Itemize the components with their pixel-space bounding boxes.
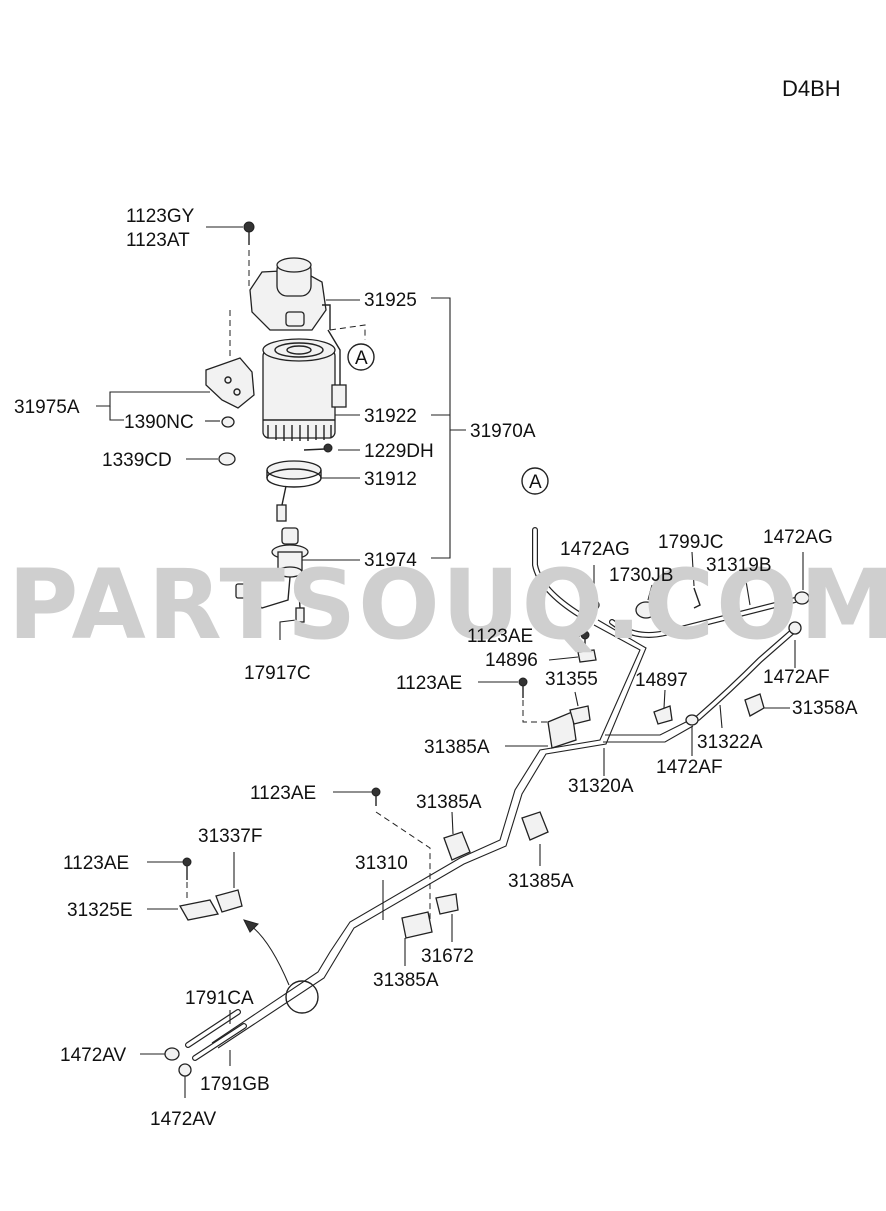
- part-label-31974[interactable]: 31974: [364, 550, 417, 571]
- bracket-31325E: [178, 899, 220, 921]
- part-label-31385A-a[interactable]: 31385A: [424, 737, 490, 758]
- part-label-1123AE-c[interactable]: 1123AE: [250, 783, 316, 804]
- clamp-band-31912: [266, 460, 322, 522]
- clip-14897: [653, 705, 673, 725]
- part-label-1339CD[interactable]: 1339CD: [102, 450, 172, 471]
- part-label-31319B[interactable]: 31319B: [706, 555, 772, 576]
- part-label-31925[interactable]: 31925: [364, 290, 417, 311]
- clamp-1472AG-a: [586, 599, 600, 611]
- fuel-filter-assembly: [205, 221, 375, 623]
- part-label-1472AV-a[interactable]: 1472AV: [60, 1045, 127, 1066]
- clip-1799JC: [693, 587, 701, 609]
- screw-1229DH: [303, 443, 333, 453]
- part-label-31672[interactable]: 31672: [421, 946, 474, 967]
- part-label-14896[interactable]: 14896: [485, 650, 538, 671]
- callout-a-line: A: [529, 472, 542, 493]
- part-label-31325E[interactable]: 31325E: [67, 900, 133, 921]
- part-label-1390NC[interactable]: 1390NC: [124, 412, 194, 433]
- water-sensor-31974: [235, 527, 309, 623]
- bolt-1123GY: [243, 221, 255, 245]
- clip-31385A-b: [443, 831, 471, 861]
- engine-code-label: D4BH: [782, 76, 841, 101]
- bracket-31385A-a: [547, 711, 577, 749]
- clamp-1472AF-a: [788, 621, 802, 635]
- clip-31358A: [744, 693, 765, 717]
- clamp-1472AV-b: [178, 1063, 192, 1077]
- detail-circle: [285, 980, 319, 1014]
- part-label-1123AE-a[interactable]: 1123AE: [467, 626, 533, 647]
- part-label-31320A[interactable]: 31320A: [568, 776, 634, 797]
- part-label-31355[interactable]: 31355: [545, 669, 598, 690]
- part-label-1123AE-b[interactable]: 1123AE: [396, 673, 462, 694]
- part-label-1472AG-b[interactable]: 1472AG: [763, 527, 833, 548]
- filter-head-31925: [249, 257, 331, 331]
- part-label-31922[interactable]: 31922: [364, 406, 417, 427]
- callout-a-filter: A: [355, 348, 368, 369]
- part-label-1123GY[interactable]: 1123GY: [126, 206, 195, 227]
- part-label-1799JC[interactable]: 1799JC: [658, 532, 724, 553]
- part-label-1229DH[interactable]: 1229DH: [364, 441, 434, 462]
- part-label-1472AF-a[interactable]: 1472AF: [763, 667, 830, 688]
- clip-31337F: [215, 889, 243, 913]
- part-label-1791CA[interactable]: 1791CA: [185, 988, 254, 1009]
- bolt-1123AE-a: [580, 630, 590, 648]
- nut-1339CD: [218, 452, 236, 466]
- clamp-1472AG-b: [794, 591, 810, 605]
- part-label-1123AT[interactable]: 1123AT: [126, 230, 190, 251]
- part-label-31385A-c[interactable]: 31385A: [508, 871, 574, 892]
- bracket-31975A: [205, 357, 255, 409]
- clip-31385A-c: [521, 811, 549, 841]
- part-label-1123AE-d[interactable]: 1123AE: [63, 853, 129, 874]
- part-label-31912[interactable]: 31912: [364, 469, 417, 490]
- callout-circle-a1: [347, 343, 375, 371]
- bolt-1123AE-c: [371, 787, 381, 806]
- clip-31355: [569, 705, 591, 725]
- bolt-1123AE-d: [182, 857, 192, 880]
- filter-element-31922: [262, 338, 336, 441]
- callout-circle-a2: [521, 467, 549, 495]
- bracket-31385A-d: [401, 911, 433, 939]
- clamp-1472AF-b: [685, 714, 699, 726]
- part-label-1730JB[interactable]: 1730JB: [609, 565, 673, 586]
- part-label-31322A[interactable]: 31322A: [697, 732, 763, 753]
- part-label-31385A-d[interactable]: 31385A: [373, 970, 439, 991]
- grommet-1730JB: [635, 601, 657, 619]
- part-label-1791GB[interactable]: 1791GB: [200, 1074, 270, 1095]
- bolt-1123AE-b: [518, 677, 528, 698]
- watermark: PARTSOUQ.COM: [8, 549, 886, 661]
- part-label-31385A-b[interactable]: 31385A: [416, 792, 482, 813]
- part-label-14897[interactable]: 14897: [635, 670, 688, 691]
- clip-14896: [577, 649, 597, 663]
- part-label-31975A[interactable]: 31975A: [14, 397, 80, 418]
- clamp-1472AV-a: [164, 1047, 180, 1061]
- clip-31672: [435, 893, 459, 915]
- part-label-17917C[interactable]: 17917C: [244, 663, 311, 684]
- part-label-31337F[interactable]: 31337F: [198, 826, 262, 847]
- part-label-31358A[interactable]: 31358A: [792, 698, 858, 719]
- part-label-1472AV-b[interactable]: 1472AV: [150, 1109, 217, 1130]
- part-label-31970A[interactable]: 31970A: [470, 421, 536, 442]
- nut-1390NC: [221, 416, 235, 428]
- part-label-1472AF-b[interactable]: 1472AF: [656, 757, 723, 778]
- part-label-1472AG-a[interactable]: 1472AG: [560, 539, 630, 560]
- part-label-31310[interactable]: 31310: [355, 853, 408, 874]
